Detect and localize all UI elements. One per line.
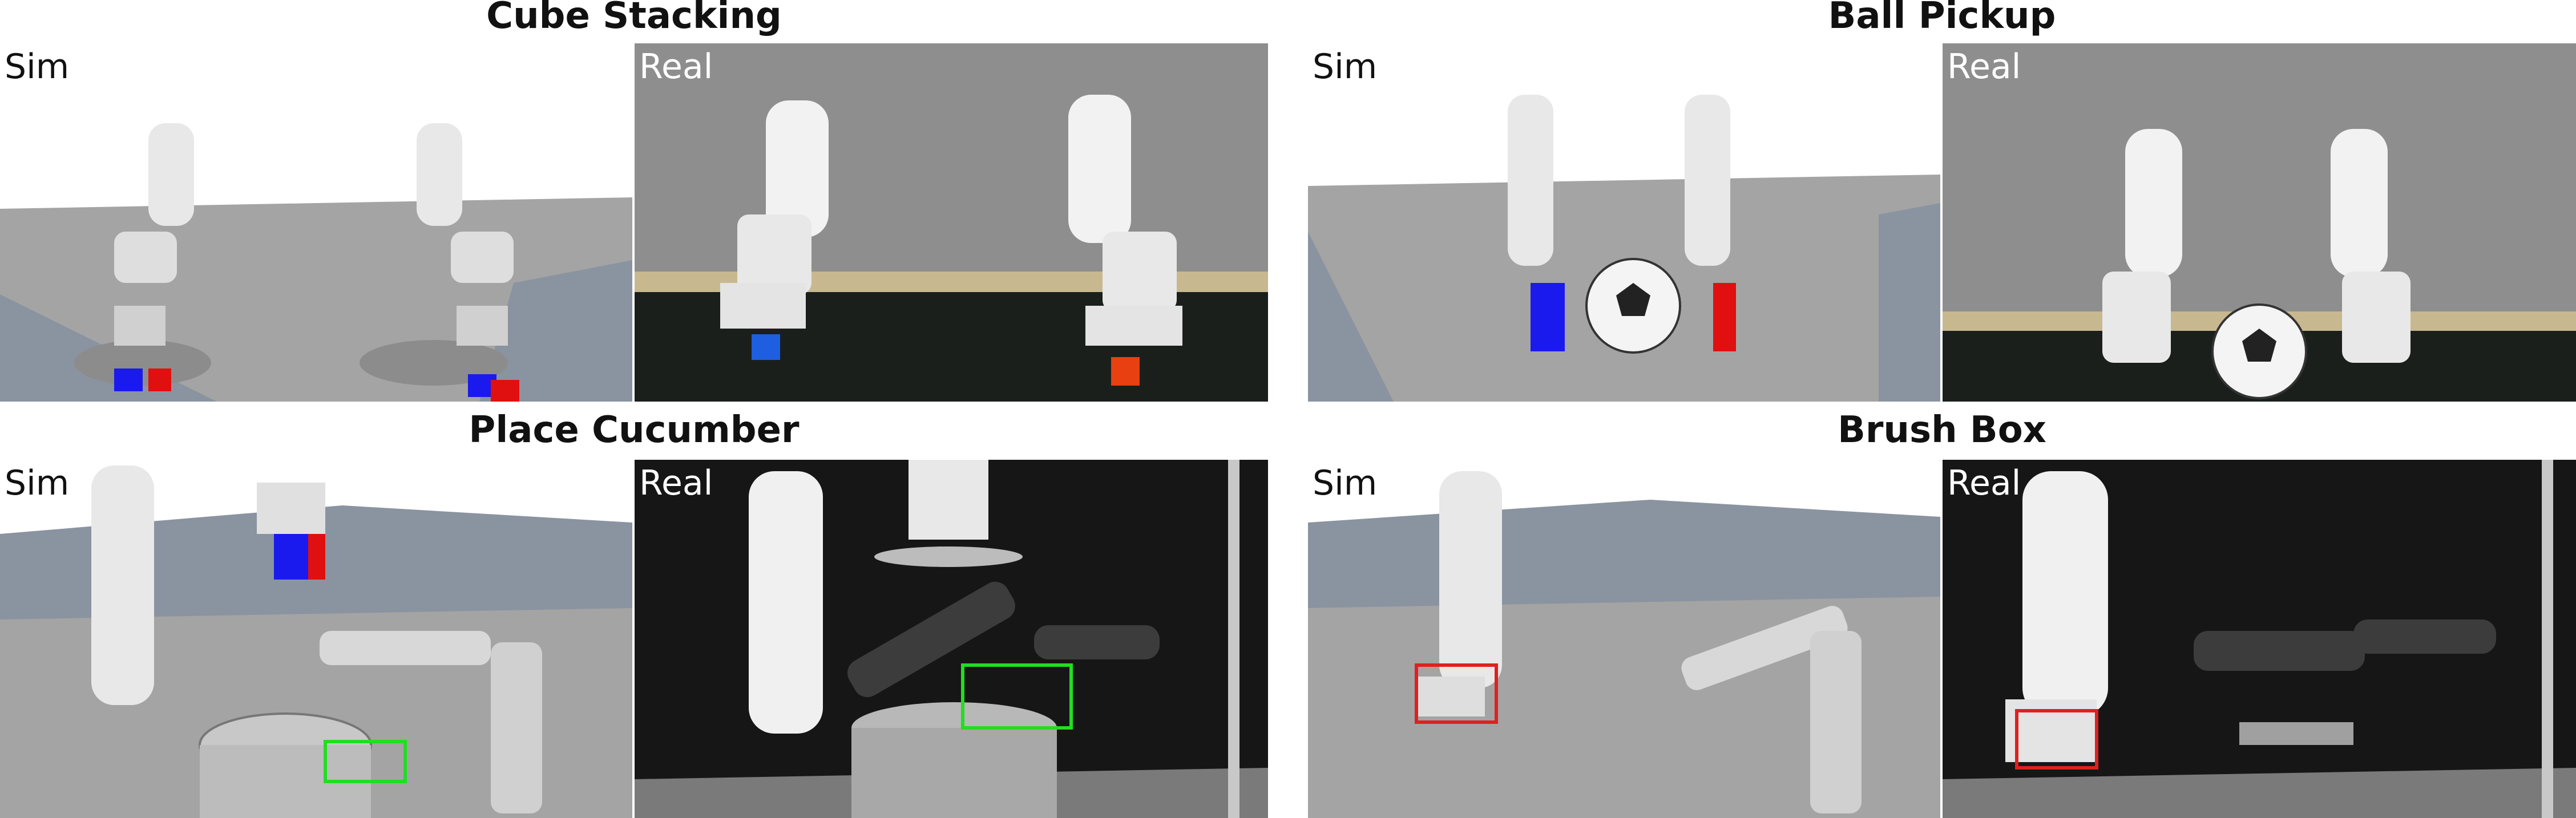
ball-pickup-real-panel: Real (1943, 43, 2576, 402)
cube-stacking-real-scene (635, 43, 1268, 402)
robot-arm-icon (320, 631, 542, 813)
cube-stacking-sim-scene (0, 43, 632, 402)
ball-pickup-sim-scene (1308, 43, 1940, 402)
robot-arm-icon (847, 581, 1160, 698)
brush-box-real-panel: Real (1943, 460, 2576, 818)
highlight-box (2015, 709, 2098, 770)
robot-arm-icon (1416, 471, 1502, 716)
brush-box-sim-panel: Sim (1308, 460, 1940, 818)
ball-pickup-real-scene (1943, 43, 2576, 402)
title-cube-stacking: Cube Stacking (486, 0, 782, 37)
highlight-box (1415, 663, 1498, 724)
sim-label: Sim (1313, 47, 1378, 87)
title-ball-pickup: Ball Pickup (1828, 0, 2056, 37)
real-label: Real (639, 47, 713, 87)
soccer-ball-icon (1585, 258, 1681, 354)
soccer-ball-icon (2211, 303, 2307, 399)
title-brush-box: Brush Box (1838, 409, 2046, 451)
pot-icon (199, 712, 372, 818)
robot-arm-icon (2102, 129, 2182, 363)
highlight-box (961, 663, 1073, 730)
robot-arm-icon (1068, 95, 1182, 386)
robot-arm-icon (417, 123, 519, 402)
sim-label: Sim (5, 47, 70, 87)
real-label: Real (639, 463, 713, 503)
robot-arm-icon (749, 460, 1023, 734)
robot-arm-icon (2331, 129, 2411, 363)
place-cucumber-sim-scene (0, 460, 632, 818)
title-place-cucumber: Place Cucumber (469, 409, 800, 451)
real-label: Real (1947, 463, 2021, 503)
sim-label: Sim (5, 463, 70, 503)
pot-icon (851, 702, 1057, 818)
robot-arm-icon (1508, 95, 1565, 351)
place-cucumber-sim-panel: Sim (0, 460, 632, 818)
robot-arm-icon (2194, 619, 2496, 671)
robot-arm-icon (720, 100, 829, 360)
real-label: Real (1947, 47, 2021, 87)
robot-arm-icon (1685, 95, 1736, 351)
robot-arm-icon (91, 465, 325, 705)
ball-pickup-sim-panel: Sim (1308, 43, 1940, 402)
robot-arm-icon (114, 123, 194, 391)
cube-stacking-real-panel: Real (635, 43, 1268, 402)
highlight-box (324, 740, 407, 783)
brush-box-sim-scene (1308, 460, 1940, 818)
cube-stacking-sim-panel: Sim (0, 43, 632, 402)
place-cucumber-real-scene (635, 460, 1268, 818)
sim-label: Sim (1313, 463, 1378, 503)
robot-arm-icon (1681, 606, 1862, 813)
brush-box-real-scene (1943, 460, 2576, 818)
place-cucumber-real-panel: Real (635, 460, 1268, 818)
